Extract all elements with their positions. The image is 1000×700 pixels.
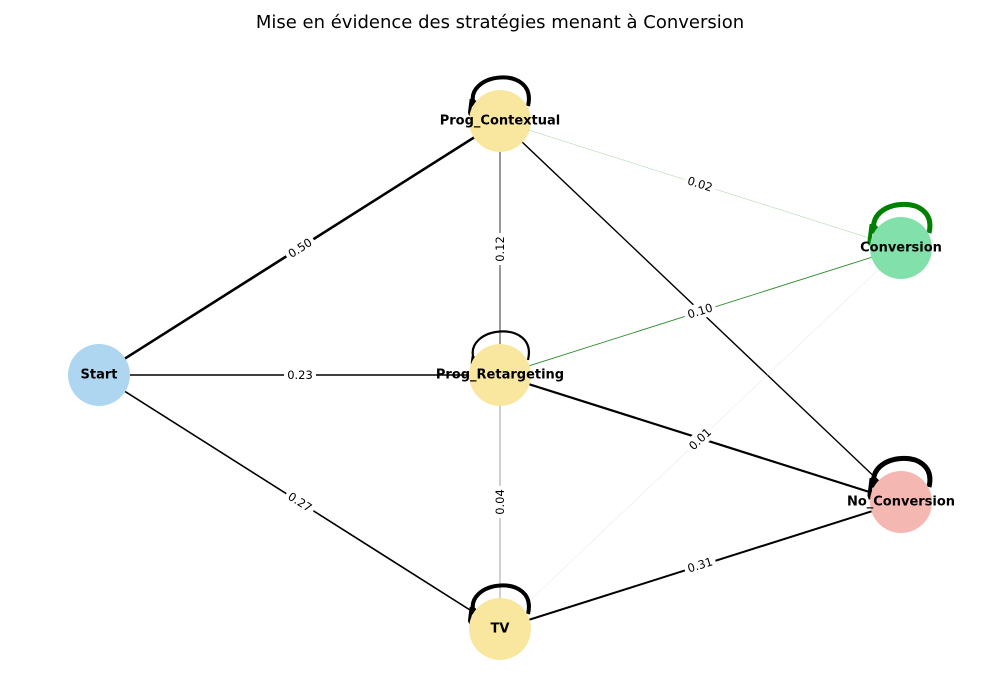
node-label-tv: TV — [491, 622, 510, 637]
node-no-conversion — [870, 471, 932, 533]
node-label-no-conversion: No_Conversion — [847, 495, 955, 510]
self-loop-tv — [473, 583, 531, 614]
diagram-title: Mise en évidence des stratégies menant à… — [255, 12, 745, 33]
node-label-start: Start — [81, 368, 118, 383]
node-start — [68, 344, 130, 406]
node-prog-contextual — [469, 90, 531, 152]
edge-label-start-prog-retargeting: 0.23 — [287, 368, 313, 382]
node-label-conversion: Conversion — [860, 241, 942, 256]
node-label-prog-retargeting: Prog_Retargeting — [436, 368, 564, 383]
self-loop-prog-contextual — [473, 75, 531, 106]
node-conversion — [870, 217, 932, 279]
self-loop-prog-retargeting — [473, 330, 530, 360]
self-loop-conversion — [874, 201, 933, 233]
node-prog-retargeting — [469, 344, 531, 406]
self-loop-no-conversion — [874, 455, 933, 487]
node-tv — [469, 598, 531, 660]
edge-label-prog-retargeting-tv: 0.04 — [493, 489, 507, 515]
edge-label-prog-contextual-prog-retargeting: 0.12 — [493, 236, 507, 262]
node-label-prog-contextual: Prog_Contextual — [440, 114, 561, 129]
